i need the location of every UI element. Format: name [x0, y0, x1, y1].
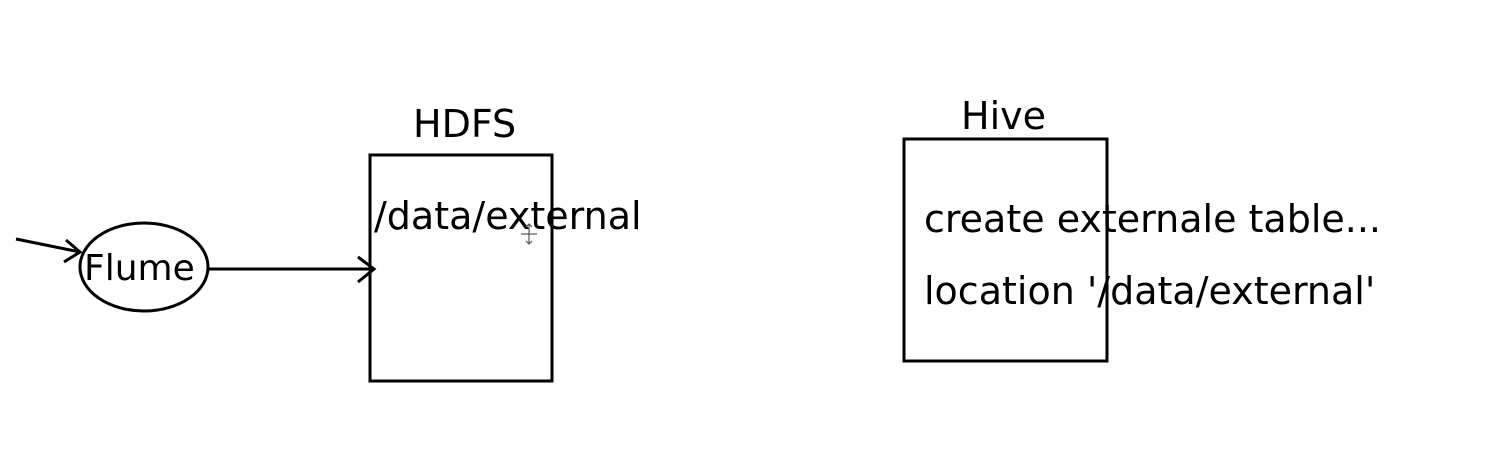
hdfs-box — [368, 153, 554, 383]
hdfs-path-label: /data/external — [374, 194, 642, 238]
hive-create-statement: create externale table... — [924, 197, 1382, 241]
flume-node — [78, 221, 210, 313]
flume-to-hdfs-arrow-head — [357, 255, 377, 284]
move-cursor-icon — [521, 223, 537, 245]
flume-label: Flume — [84, 248, 195, 289]
hive-location-statement: location '/data/external' — [924, 269, 1376, 313]
hdfs-title: HDFS — [413, 102, 517, 146]
hive-title: Hive — [961, 94, 1046, 138]
hive-box — [902, 137, 1109, 363]
incoming-arrow-line — [15, 237, 81, 254]
incoming-arrow-head — [63, 238, 83, 264]
